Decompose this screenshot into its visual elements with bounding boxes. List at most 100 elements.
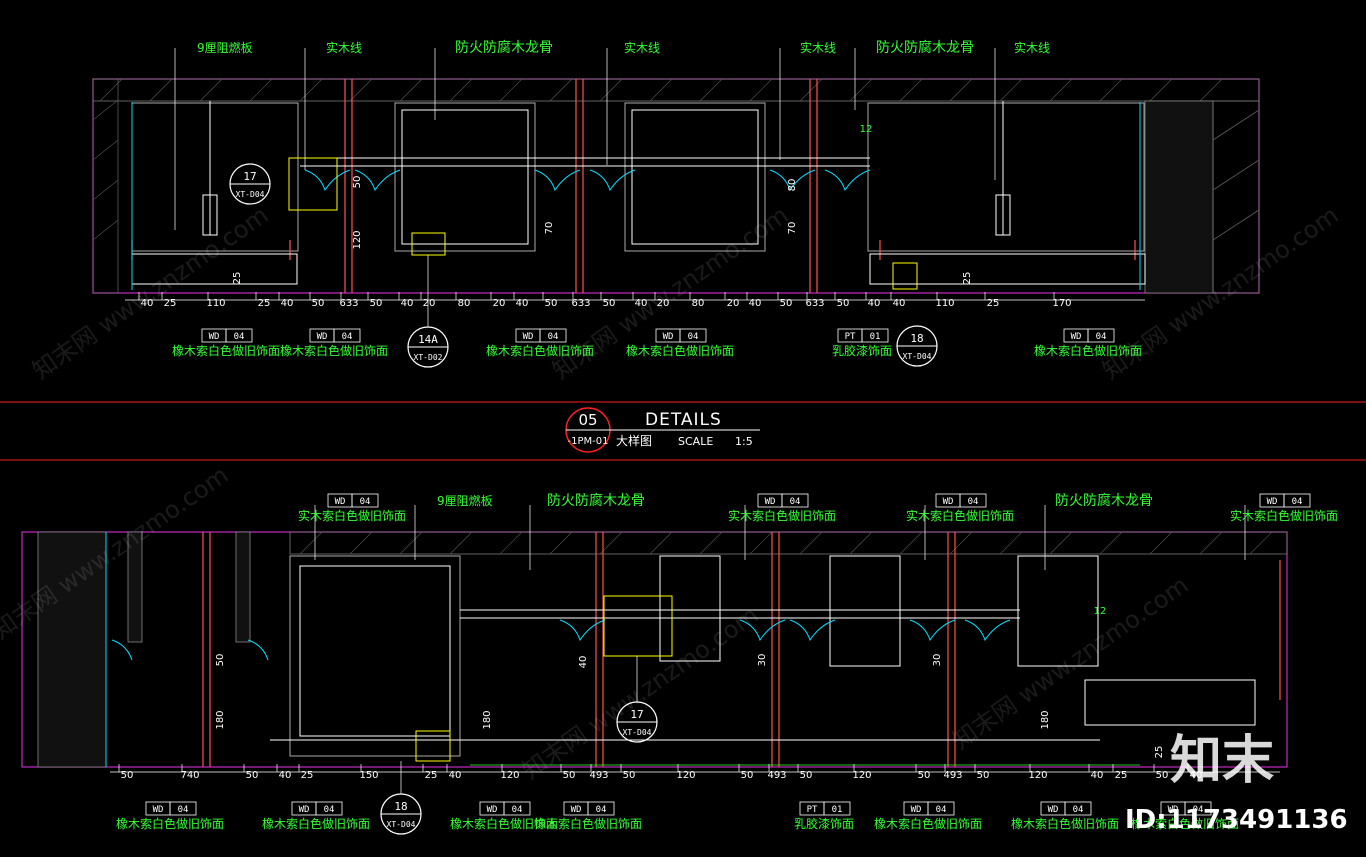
top-tag-desc: 橡木索白色做旧饰面 [172, 343, 280, 358]
top-dim-label: 40 [635, 298, 648, 309]
bottom-vdim-8: 25 [1154, 746, 1165, 759]
bottom-top-tag-desc: 实木索白色做旧饰面 [298, 508, 406, 523]
top-marker-17: 17 XT-D04 [229, 163, 271, 205]
bottom-dim-label: 50 [1156, 770, 1169, 781]
top-dim-label: 50 [545, 298, 558, 309]
bottom-vdim-6: 30 [932, 654, 943, 667]
bottom-wall-left [37, 531, 251, 768]
bottom-top-tag-no-box [781, 493, 809, 508]
bottom-tag-desc: 橡木索白色做旧饰面 [874, 816, 982, 831]
bottom-top-tag-no: 04 [790, 497, 801, 507]
top-dim-label: 20 [423, 298, 436, 309]
top-tag-no: 04 [688, 332, 699, 342]
bottom-dim-label: 50 [623, 770, 636, 781]
top-callout-5: 实木线 [800, 40, 836, 55]
top-vdim-7: 25 [962, 272, 973, 285]
bottom-top-tag-no-box [351, 493, 379, 508]
top-dim-label: 110 [935, 298, 954, 309]
top-tag-desc: 橡木索白色做旧饰面 [1034, 343, 1142, 358]
top-dim-label: 40 [893, 298, 906, 309]
bottom-dim-label: 120 [676, 770, 695, 781]
bottom-vertical-dims: 50 180 40 180 30 30 180 25 12 [215, 606, 1165, 758]
bottom-top-tag-no: 04 [1292, 497, 1303, 507]
bottom-tag-no: 04 [512, 805, 523, 815]
bottom-tag-no-box [587, 801, 615, 816]
top-tag-no: 04 [548, 332, 559, 342]
top-dim-label: 40 [868, 298, 881, 309]
bottom-tag-no: 04 [178, 805, 189, 815]
bottom-tag-code: WD [1048, 805, 1059, 815]
top-tag-code: PT [845, 332, 856, 342]
top-rails [131, 157, 1146, 285]
bottom-vdim-7: 180 [1040, 710, 1051, 729]
bottom-top-tag-desc: 实木索白色做旧饰面 [906, 508, 1014, 523]
watermark-id: ID:1173491136 [1125, 805, 1348, 835]
bottom-dim-label: 50 [800, 770, 813, 781]
top-tag-no: 04 [342, 332, 353, 342]
bottom-dim-label: 50 [741, 770, 754, 781]
bottom-tag-code: WD [911, 805, 922, 815]
top-dim-label: 50 [780, 298, 793, 309]
top-members [131, 79, 1136, 293]
bottom-callout-1: 9厘阻燃板 [437, 493, 493, 508]
watermark-text-5: 知末网 www.znzmo.com [517, 601, 763, 785]
bottom-top-tag-no-box [1283, 493, 1311, 508]
bottom-recess-boxes [289, 555, 1099, 757]
bottom-tag-desc: 橡木索白色做旧饰面 [262, 816, 370, 831]
bottom-mouldings [105, 532, 1011, 767]
bottom-tag-desc: 橡木索白色做旧饰面 [116, 816, 224, 831]
bottom-top-tag-no-box [959, 493, 987, 508]
top-dim-label: 25 [258, 298, 271, 309]
bottom-rails [270, 609, 1256, 741]
top-dim-label: 110 [206, 298, 225, 309]
top-tag-code: WD [209, 332, 220, 342]
bottom-vdim-2: 180 [215, 710, 226, 729]
top-dim-label: 40 [749, 298, 762, 309]
top-recess-boxes [131, 102, 1145, 252]
bottom-marker-18-num: 18 [394, 800, 407, 813]
bottom-dim-label: 150 [359, 770, 378, 781]
bottom-tag-code: WD [1168, 805, 1179, 815]
top-tag-no-box [1087, 328, 1115, 343]
bottom-dim-label: 25 [1115, 770, 1128, 781]
bottom-vdim-3: 40 [578, 656, 589, 669]
bottom-dim-label: 120 [500, 770, 519, 781]
top-marker-18-ref: XT-D04 [903, 352, 932, 361]
top-callout-3: 防火防腐木龙骨 [455, 39, 553, 56]
bottom-dim-label: 50 [246, 770, 259, 781]
bottom-callout-boxes [415, 595, 673, 762]
title-subtitle: 大样图 [616, 433, 652, 448]
bottom-callout-3: 防火防腐木龙骨 [1055, 492, 1153, 509]
top-tag-no-box [225, 328, 253, 343]
top-marker-14a-ref: XT-D02 [414, 353, 443, 362]
bottom-callout-2: 防火防腐木龙骨 [547, 492, 645, 509]
top-tag-no-box [679, 328, 707, 343]
bottom-marker-18: 18 XT-D04 [380, 761, 422, 835]
bottom-tag-desc: 橡木索白色做旧饰面 [1131, 816, 1239, 831]
top-section: 9厘阻燃板 实木线 防火防腐木龙骨 实木线 实木线 防火防腐木龙骨 实木线 50… [92, 39, 1260, 368]
top-tag-no: 04 [1096, 332, 1107, 342]
bottom-top-tag-desc: 实木索白色做旧饰面 [728, 508, 836, 523]
top-tag-no: 01 [870, 332, 881, 342]
bottom-top-tag-code: WD [765, 497, 776, 507]
bottom-tag-no: 04 [1073, 805, 1084, 815]
bottom-leaders [314, 505, 1246, 570]
bottom-dim-label: 493 [943, 770, 962, 781]
bottom-tag-desc: 乳胶漆饰面 [794, 816, 854, 831]
bottom-dim-label: 25 [301, 770, 314, 781]
top-dim-label: 40 [141, 298, 154, 309]
bottom-tag-code: WD [571, 805, 582, 815]
top-marker-14a: 14A XT-D02 [407, 255, 449, 368]
top-tag-desc: 橡木索白色做旧饰面 [486, 343, 594, 358]
top-dim-label: 633 [339, 298, 358, 309]
title-heading: DETAILS [645, 410, 722, 430]
bottom-dim-label: 50 [121, 770, 134, 781]
top-dim-label: 50 [837, 298, 850, 309]
bottom-marker-17: 17 XT-D04 [616, 656, 658, 743]
top-hangers [202, 101, 1011, 236]
bottom-top-tag-code: WD [943, 497, 954, 507]
bottom-tag-no-box [1064, 801, 1092, 816]
bottom-tag-no-box [315, 801, 343, 816]
